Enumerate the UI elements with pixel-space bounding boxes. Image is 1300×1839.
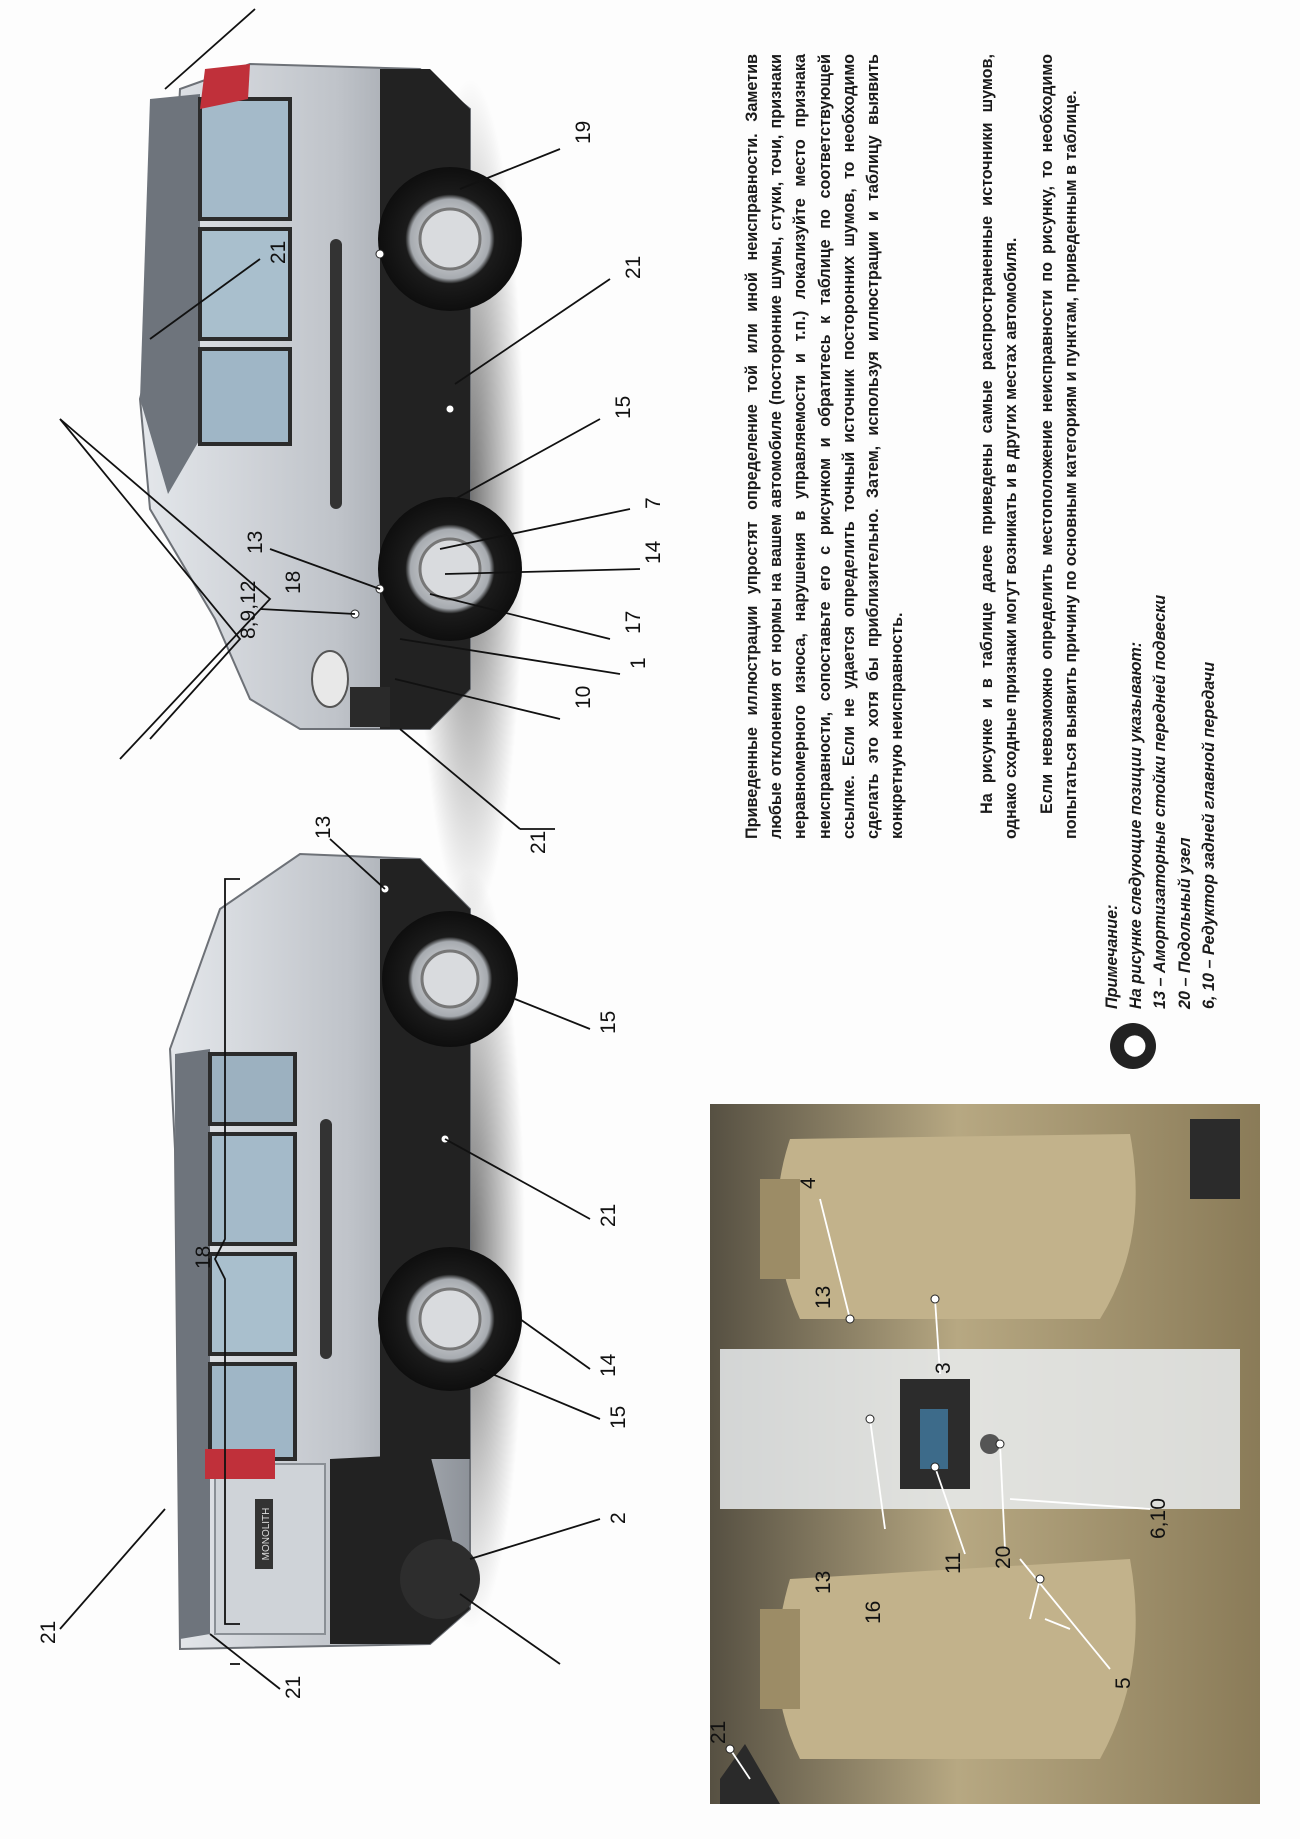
- callouts-front: 21 10 1 17 14 7 15 21 19 8,9,12 13 18 21: [237, 121, 665, 854]
- callout-label: 5: [1112, 1677, 1135, 1689]
- callout-label: 16: [862, 1601, 885, 1624]
- callout-label: 21: [527, 831, 550, 854]
- info-icon: ●: [1110, 1023, 1156, 1069]
- callout-label: 1: [627, 657, 650, 669]
- interior-view: [710, 1104, 1260, 1804]
- callout-label: 15: [597, 1011, 620, 1034]
- callout-label: 21: [597, 1204, 620, 1227]
- paragraph-1: Приведенные иллюстрации упростят определ…: [743, 54, 907, 839]
- callout-label: 10: [572, 686, 595, 709]
- callout-label: 6,10: [1147, 1498, 1170, 1539]
- note-heading: Примечание:: [1103, 904, 1121, 1010]
- callout-label: 20: [992, 1546, 1015, 1569]
- callout-label: 8,9,12: [237, 581, 260, 639]
- callout-label: 13: [244, 531, 267, 554]
- callout-label: 7: [642, 497, 665, 509]
- callout-label: 18: [282, 571, 305, 594]
- callout-label: 11: [942, 1552, 965, 1574]
- callout-label: 3: [932, 1362, 955, 1374]
- callout-label: 2: [607, 1512, 630, 1524]
- callout-label: 14: [642, 540, 665, 564]
- callouts-rear: 13 15 21 14 15 2 21 21 18: [37, 816, 630, 1699]
- callout-label: 21: [37, 1621, 60, 1644]
- callout-label: 15: [607, 1406, 630, 1429]
- car-front-view: [59, 8, 641, 919]
- callout-label: 14: [597, 1353, 620, 1377]
- paragraph-2: На рисунке и в таблице далее приведены с…: [978, 54, 1021, 839]
- callout-label: 15: [612, 396, 635, 419]
- callout-label: 21: [707, 1721, 730, 1744]
- callout-label: 13: [812, 1571, 835, 1594]
- note-item: 20 – Подольный узел: [1175, 837, 1194, 1009]
- paragraph-3: Если невозможно определить местоположени…: [1038, 54, 1081, 839]
- callout-label: 19: [572, 121, 595, 144]
- callout-label: 13: [312, 816, 335, 839]
- callout-label: 21: [622, 256, 645, 279]
- note-intro: На рисунке следующие позиции указывают:: [1127, 641, 1146, 1009]
- callout-label: 4: [797, 1177, 820, 1189]
- callout-label: 21: [282, 1676, 305, 1699]
- note-item: 6, 10 – Редуктор задней главной передачи: [1199, 661, 1218, 1009]
- car-rear-view: MONOLITH: [59, 838, 601, 1690]
- callout-label: 17: [622, 611, 645, 634]
- callout-label: 21: [267, 241, 290, 264]
- callout-label: 13: [812, 1286, 835, 1309]
- note-item: 13 – Амортизаторные стойки передней подв…: [1151, 594, 1170, 1009]
- callout-label: 18: [192, 1246, 215, 1269]
- callouts-interior: 21 16 13 11 20 3 13 4 6,10 5: [707, 1177, 1170, 1744]
- note-block: ● Примечание: На рисунке следующие позиц…: [1100, 509, 1260, 1069]
- model-badge-rear: MONOLITH: [261, 1508, 272, 1561]
